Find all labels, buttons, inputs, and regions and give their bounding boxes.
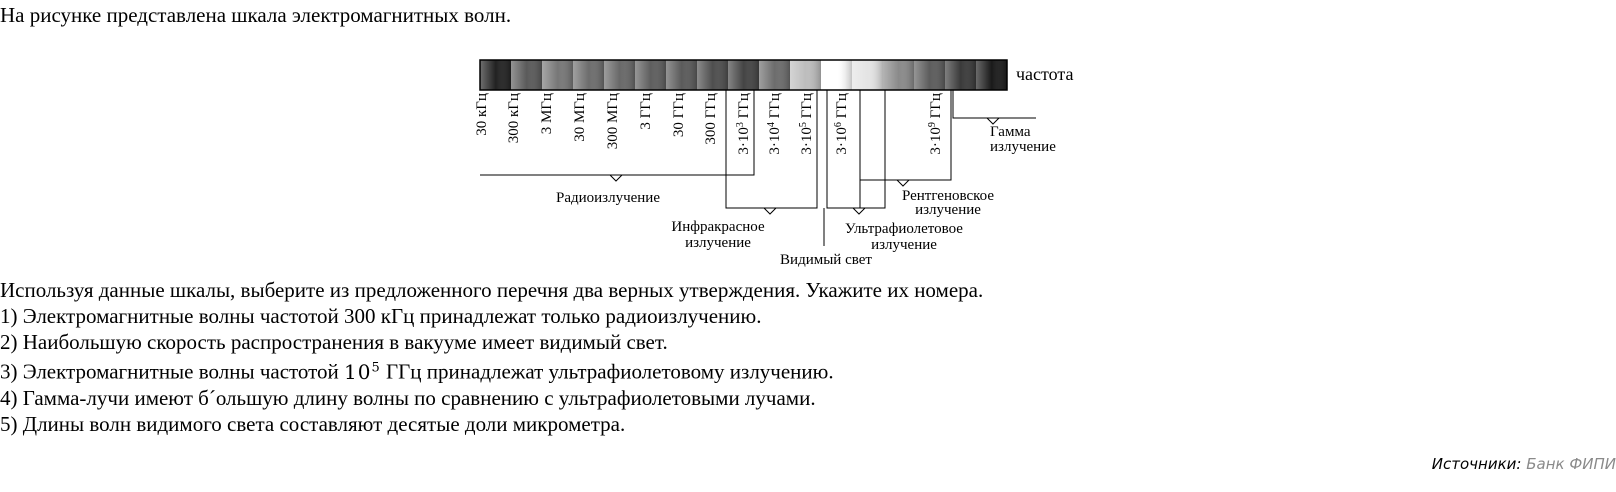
sources-line: Источники: Банк ФИПИ (1432, 455, 1616, 473)
tick-label-30khz: 30 кГц (474, 93, 490, 136)
infrared-bracket-tip (763, 207, 777, 215)
option-3-post: ГГц принадлежат ультрафиолетовому излуче… (380, 359, 834, 384)
option-1: 1) Электромагнитные волны частотой 300 к… (0, 304, 762, 328)
gamma-bracket (952, 90, 1036, 119)
gamma-bracket-tip (986, 117, 1000, 125)
band-segment-shade (914, 60, 946, 90)
band-segment-shade (666, 60, 698, 90)
tick-label-3mhz: 3 МГц (539, 93, 555, 134)
xray-bracket (859, 90, 952, 181)
tick-label-3e9ghz: 3·109 ГГц (927, 93, 944, 155)
sources-link[interactable]: Банк ФИПИ (1526, 455, 1616, 473)
band-segment-shade (790, 60, 822, 90)
infrared-bracket (725, 90, 818, 209)
tick-label-300mhz: 300 МГц (605, 93, 621, 149)
option-2: 2) Наибольшую скорость распространения в… (0, 330, 668, 354)
band-segment-shade (728, 60, 760, 90)
radio-bracket-tip (609, 174, 623, 182)
sources-label: Источники: (1431, 455, 1522, 473)
region-label-visible: Видимый свет (780, 252, 872, 268)
option-5: 5) Длины волн видимого света составляют … (0, 411, 626, 436)
xray-bracket-tip (896, 179, 910, 187)
band-segment-shade (573, 60, 605, 90)
region-label-gamma-1: Гамма (990, 124, 1031, 140)
band-frame (479, 59, 1008, 91)
intro-text: На рисунке представлена шкала электромаг… (0, 3, 512, 27)
region-label-infrared-1: Инфракрасное (671, 219, 765, 235)
region-label-uv-2: излучение (871, 237, 937, 253)
option-3-pre: 3) Электромагнитные волны частотой (0, 359, 345, 384)
region-label-xray-2: излучение (915, 202, 981, 218)
tick-label-3ghz: 3 ГГц (638, 93, 654, 130)
region-label-gamma-2: излучение (990, 139, 1056, 155)
band-segment-shade (976, 60, 1008, 90)
band-segment-shade (511, 60, 543, 90)
uv-bracket-tip (852, 207, 866, 215)
radio-bracket (480, 90, 755, 176)
band-segment-shade (759, 60, 791, 90)
region-label-uv-1: Ультрафиолетовое (845, 221, 963, 237)
tick-label-3e6ghz: 3·106 ГГц (833, 93, 850, 155)
em-scale-svg: частота 30 кГц 300 кГц 3 МГц 30 МГц 300 … (474, 59, 1074, 268)
question-block: Используя данные шкалы, выберите из пред… (0, 277, 983, 437)
frequency-band (480, 60, 1008, 90)
option-4: 4) Гамма-лучи имеют б´ольшую длину волны… (0, 385, 816, 410)
band-segment-shade (604, 60, 636, 90)
option-3: 3) Электромагнитные волны частотой 105 Г… (0, 355, 983, 385)
tick-label-3e5ghz: 3·105 ГГц (798, 93, 815, 155)
tick-label-3e3ghz: 3·103 ГГц (735, 93, 752, 155)
em-wave-scale-figure: частота 30 кГц 300 кГц 3 МГц 30 МГц 300 … (470, 56, 1110, 276)
tick-label-300khz: 300 кГц (506, 93, 522, 143)
axis-label-frequency: частота (1016, 64, 1074, 84)
tick-label-30mhz: 30 МГц (572, 93, 588, 142)
band-segment-shade (635, 60, 667, 90)
band-segment-shade (697, 60, 729, 90)
region-label-infrared-2: излучение (685, 235, 751, 251)
region-brackets (480, 90, 1036, 246)
option-3-math: 105 (344, 359, 381, 384)
band-segment-shade (852, 60, 884, 90)
band-segment-shade (945, 60, 977, 90)
band-segment-shade (480, 60, 512, 90)
tick-label-30ghz: 30 ГГц (671, 93, 687, 137)
tick-label-300ghz: 300 ГГц (703, 93, 719, 145)
tick-labels: 30 кГц 300 кГц 3 МГц 30 МГц 300 МГц 3 ГГ… (474, 93, 944, 155)
uv-bracket (827, 90, 886, 209)
band-segment-shade (542, 60, 574, 90)
region-label-radio: Радиоизлучение (556, 190, 660, 206)
question-prompt: Используя данные шкалы, выберите из пред… (0, 278, 984, 302)
band-segment-shade (821, 60, 853, 90)
band-segment-shade (883, 60, 915, 90)
region-label-xray-1: Рентгеновское (902, 188, 994, 204)
tick-label-3e4ghz: 3·104 ГГц (766, 93, 783, 155)
